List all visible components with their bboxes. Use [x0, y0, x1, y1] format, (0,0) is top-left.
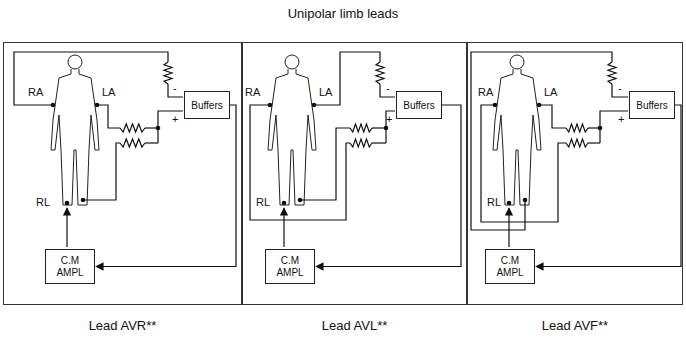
electrode-dot [268, 103, 273, 108]
electrode-dot [507, 201, 512, 206]
common-mode-amplifier-box: C.M AMPL [265, 249, 315, 284]
resistor-symbol [608, 62, 616, 84]
electrode-label: RL [36, 196, 50, 208]
body-figure [268, 69, 316, 205]
drive-wire [283, 208, 284, 247]
electrode-dot [493, 103, 498, 108]
input-polarity-sign: + [386, 113, 392, 125]
wire [83, 143, 120, 200]
buffer-label: Buffers [191, 100, 223, 111]
electrode-dot [95, 103, 100, 108]
resistor-symbol [350, 139, 372, 147]
resistor-symbol [376, 62, 384, 84]
common-mode-amplifier-box: C.M AMPL [485, 249, 535, 284]
wire [300, 128, 350, 200]
drive-wire [508, 208, 509, 247]
input-polarity-sign: - [386, 82, 390, 94]
electrode-label: RA [245, 86, 260, 98]
electrode-label: RL [256, 196, 270, 208]
lead-caption: Lead AVL** [243, 318, 466, 333]
electrode-dot [537, 103, 542, 108]
resistor-symbol [566, 124, 588, 132]
wire [158, 111, 183, 143]
electrode-label: RA [478, 86, 493, 98]
buffer-box: Buffers [396, 91, 442, 119]
input-polarity-sign: - [173, 82, 177, 94]
input-polarity-sign: - [618, 82, 622, 94]
body-head [510, 55, 524, 69]
buffer-box: Buffers [184, 91, 230, 119]
electrode-dot [523, 198, 528, 203]
resistor-symbol [566, 139, 588, 147]
electrode-dot [81, 198, 86, 203]
wire [145, 142, 158, 143]
wire [539, 105, 566, 128]
buffer-label: Buffers [636, 100, 668, 111]
input-polarity-sign: + [172, 113, 178, 125]
wire [471, 52, 612, 230]
wire [386, 111, 395, 128]
body-head [285, 55, 299, 69]
feedback-connector [316, 105, 461, 267]
electrode-label: LA [319, 86, 332, 98]
amplifier-label: C.M AMPL [496, 255, 523, 278]
resistor-symbol [164, 62, 172, 84]
wire [600, 111, 628, 143]
electrode-dot [298, 198, 303, 203]
wire [97, 105, 120, 128]
lead-panel: Lead AVL**BuffersC.M AMPL [242, 42, 467, 305]
lead-panel: Lead AVF**BuffersC.M AMPL [467, 42, 683, 305]
amplifier-label: C.M AMPL [276, 255, 303, 278]
electrode-label: LA [544, 86, 557, 98]
electrode-label: RA [28, 86, 43, 98]
electrode-dot [65, 201, 70, 206]
body-head [68, 55, 82, 69]
lead-caption: Lead AVR** [4, 318, 241, 333]
common-mode-amplifier-box: C.M AMPL [45, 249, 95, 284]
resistor-symbol [350, 124, 372, 132]
wire [250, 105, 350, 220]
wire [14, 52, 168, 105]
body-figure [51, 69, 99, 205]
lead-panel: Lead AVR**BuffersC.M AMPL [3, 42, 242, 305]
input-polarity-sign: + [618, 113, 624, 125]
amplifier-label: C.M AMPL [56, 255, 83, 278]
body-figure [493, 69, 541, 205]
electrode-label: LA [102, 86, 115, 98]
feedback-connector [536, 105, 681, 267]
wire [588, 142, 600, 143]
electrode-dot [384, 126, 389, 131]
lead-caption: Lead AVF** [468, 318, 682, 333]
feedback-connector [96, 105, 236, 267]
electrode-dot [312, 103, 317, 108]
wire [481, 105, 566, 222]
resistor-symbol [120, 139, 145, 147]
electrode-dot [51, 103, 56, 108]
resistor-symbol [120, 124, 145, 132]
drive-wire [66, 208, 67, 247]
diagram-title: Unipolar limb leads [0, 6, 686, 21]
electrode-label: RL [487, 196, 501, 208]
electrode-dot [156, 126, 161, 131]
wire [314, 52, 380, 105]
buffer-box: Buffers [629, 91, 675, 119]
electrode-dot [598, 126, 603, 131]
buffer-label: Buffers [403, 100, 435, 111]
electrode-dot [282, 201, 287, 206]
wire [372, 142, 386, 143]
